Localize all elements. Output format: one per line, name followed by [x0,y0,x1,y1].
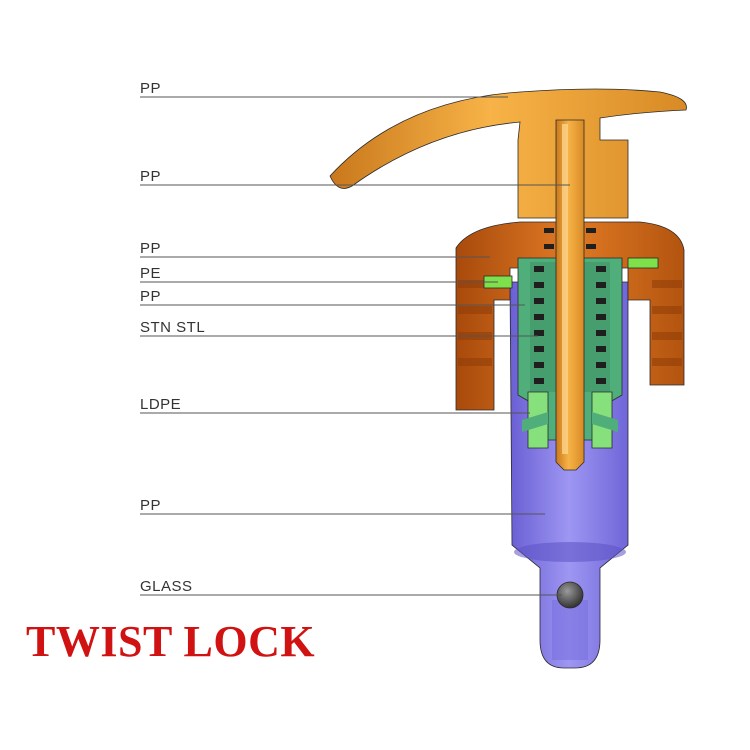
spring-coils [534,212,606,384]
label-body: PP [140,497,161,514]
label-actuator: PP [140,80,161,97]
label-piston-rod: PP [140,168,161,185]
label-ball: GLASS [140,578,193,595]
leader-lines [140,96,570,596]
label-valve: LDPE [140,396,181,413]
label-housing-top: PP [140,288,161,305]
label-spring: STN STL [140,319,205,336]
twist-lock-caption: TWIST LOCK [26,617,316,666]
material-labels: PP PP PP PE PP STN STL LDPE PP GLASS [140,80,205,595]
piston-stem [555,119,585,471]
label-gasket: PE [140,265,161,282]
ldpe-valve [522,391,618,449]
actuator-head [329,88,687,219]
label-closure: PP [140,240,161,257]
